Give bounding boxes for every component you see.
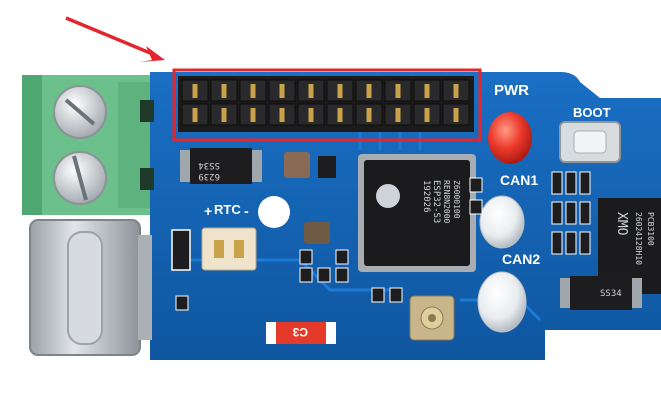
diode2-marking: SS34 <box>600 289 622 299</box>
can1-led <box>479 195 525 249</box>
pin-header <box>178 76 474 132</box>
rtc-minus: - <box>244 203 249 219</box>
cap-label: C3 <box>292 325 308 339</box>
resistor <box>551 231 563 255</box>
passive <box>335 249 349 265</box>
resistor <box>565 171 577 195</box>
header-pin <box>424 84 430 98</box>
header-pin <box>279 108 285 122</box>
diode-ss34-2: SS34 <box>560 276 642 310</box>
resistor <box>565 201 577 225</box>
mcu-marking-2: 192026 <box>421 180 431 213</box>
crystal <box>304 222 330 244</box>
pwr-label: PWR <box>494 82 529 99</box>
header-pin <box>424 108 430 122</box>
resistor <box>579 231 591 255</box>
passive <box>371 287 385 303</box>
arrow-icon <box>65 16 165 62</box>
mcu-marking-1: ESP32-S3 <box>431 180 441 223</box>
header-pin <box>250 84 256 98</box>
resistor <box>551 171 563 195</box>
mounting-hole <box>258 196 290 228</box>
diode-marking-2: 6239 <box>198 171 220 181</box>
resistor-array <box>551 171 591 255</box>
inductor <box>284 152 310 178</box>
passive <box>317 267 331 283</box>
header-pin <box>395 84 401 98</box>
esp32-s3-chip: ESP32-S3 192026 REN8N2000 Z6000100 <box>358 154 476 272</box>
can2-label: CAN2 <box>502 251 540 267</box>
passive <box>469 177 483 193</box>
resistor <box>565 231 577 255</box>
diode-marking: SS34 <box>198 160 220 170</box>
header-pin <box>221 108 227 122</box>
right-ic-marking-3: PCB3100 <box>646 212 655 246</box>
passive-components <box>175 177 483 311</box>
header-pin <box>250 108 256 122</box>
header-pin <box>453 108 459 122</box>
diode-ss34: SS34 6239 <box>180 148 262 184</box>
header-pin <box>279 84 285 98</box>
passive <box>469 199 483 215</box>
passive <box>335 267 349 283</box>
header-pin <box>366 108 372 122</box>
header-pin <box>453 84 459 98</box>
header-pin <box>366 84 372 98</box>
resistor <box>551 201 563 225</box>
mcu-marking-3: REN8N2000 <box>442 180 451 224</box>
small-ic <box>318 156 336 178</box>
mcu-marking-4: Z6000100 <box>452 180 461 219</box>
capacitor-c3: C3 <box>266 322 336 344</box>
resistor <box>579 171 591 195</box>
header-pin <box>192 84 198 98</box>
passive <box>299 249 313 265</box>
pwr-led <box>488 112 532 164</box>
boot-label: BOOT <box>573 105 611 120</box>
side-component <box>171 229 191 271</box>
passive <box>389 287 403 303</box>
usb-c-connector <box>29 219 152 356</box>
can1-label: CAN1 <box>500 172 538 188</box>
resistor <box>579 201 591 225</box>
right-ic-marking-1: XMO <box>614 212 629 236</box>
passive <box>299 267 313 283</box>
header-pin <box>308 84 314 98</box>
header-pin <box>192 108 198 122</box>
rtc-plus: + <box>204 203 212 219</box>
header-pin <box>337 84 343 98</box>
antenna-connector <box>409 295 455 341</box>
screw-terminal <box>22 75 154 215</box>
right-ic-marking-2: 26024128H10 <box>634 212 643 265</box>
rtc-label: RTC <box>214 202 241 217</box>
header-pin <box>221 84 227 98</box>
boot-button <box>559 121 621 163</box>
header-pin <box>308 108 314 122</box>
rtc-connector <box>201 227 257 271</box>
can2-led <box>477 271 527 333</box>
passive <box>175 295 189 311</box>
header-highlight-box <box>172 68 482 142</box>
header-pin <box>395 108 401 122</box>
header-pin <box>337 108 343 122</box>
